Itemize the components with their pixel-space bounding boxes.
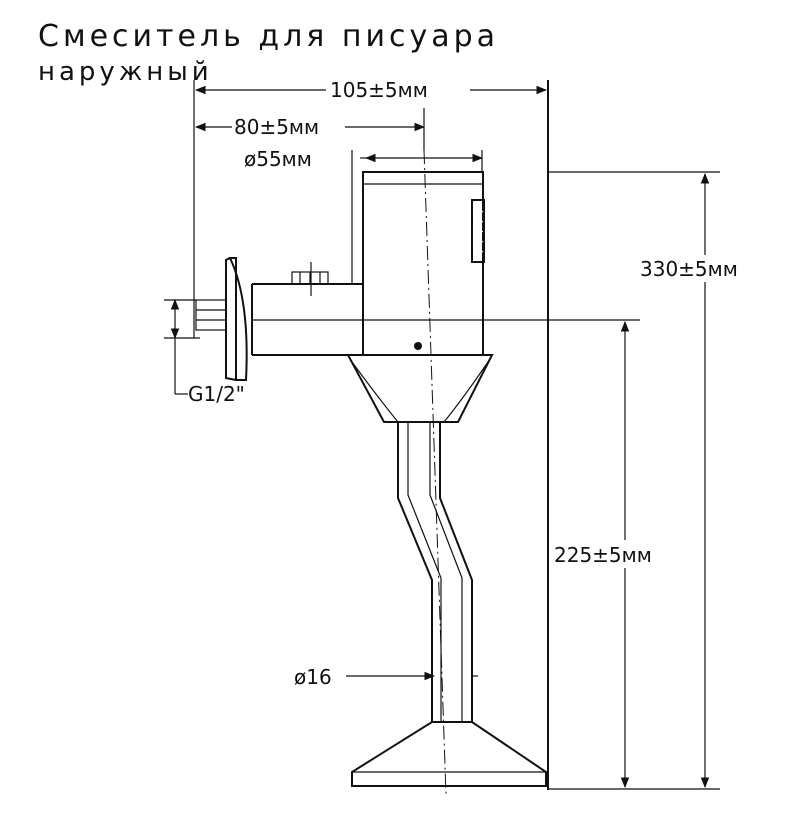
cone-reducer — [346, 354, 494, 423]
bent-pipe — [397, 422, 473, 722]
dimension-label-offset-width: 80±5мм — [234, 115, 319, 139]
dimension-label-overall-height: 330±5мм — [640, 257, 738, 281]
bottom-flange — [351, 721, 547, 787]
dimension-pipe-diameter: ø16 — [294, 665, 478, 689]
dimension-overall-width: 105±5мм — [194, 78, 548, 102]
drawing-title: Смеситель для писуара — [38, 19, 499, 54]
valve-body — [362, 171, 485, 356]
dimension-offset-width: 80±5мм — [194, 108, 426, 150]
dimension-label-pipe-diameter: ø16 — [294, 665, 332, 689]
dimension-label-body-diameter: ø55мм — [244, 147, 312, 171]
inlet-arm — [251, 150, 363, 356]
dimension-lower-height: 225±5мм — [554, 320, 652, 789]
wall-flange — [228, 257, 248, 381]
dimension-body-diameter: ø55мм — [244, 147, 484, 172]
dimension-label-overall-width: 105±5мм — [330, 78, 428, 102]
drawing-subtitle: наружный — [38, 57, 213, 87]
dimension-overall-height: 330±5мм — [640, 172, 738, 789]
dimension-label-lower-height: 225±5мм — [554, 543, 652, 567]
thread-connector: G1/2" — [164, 298, 245, 406]
thread-label: G1/2" — [188, 382, 245, 406]
center-line — [423, 149, 447, 796]
